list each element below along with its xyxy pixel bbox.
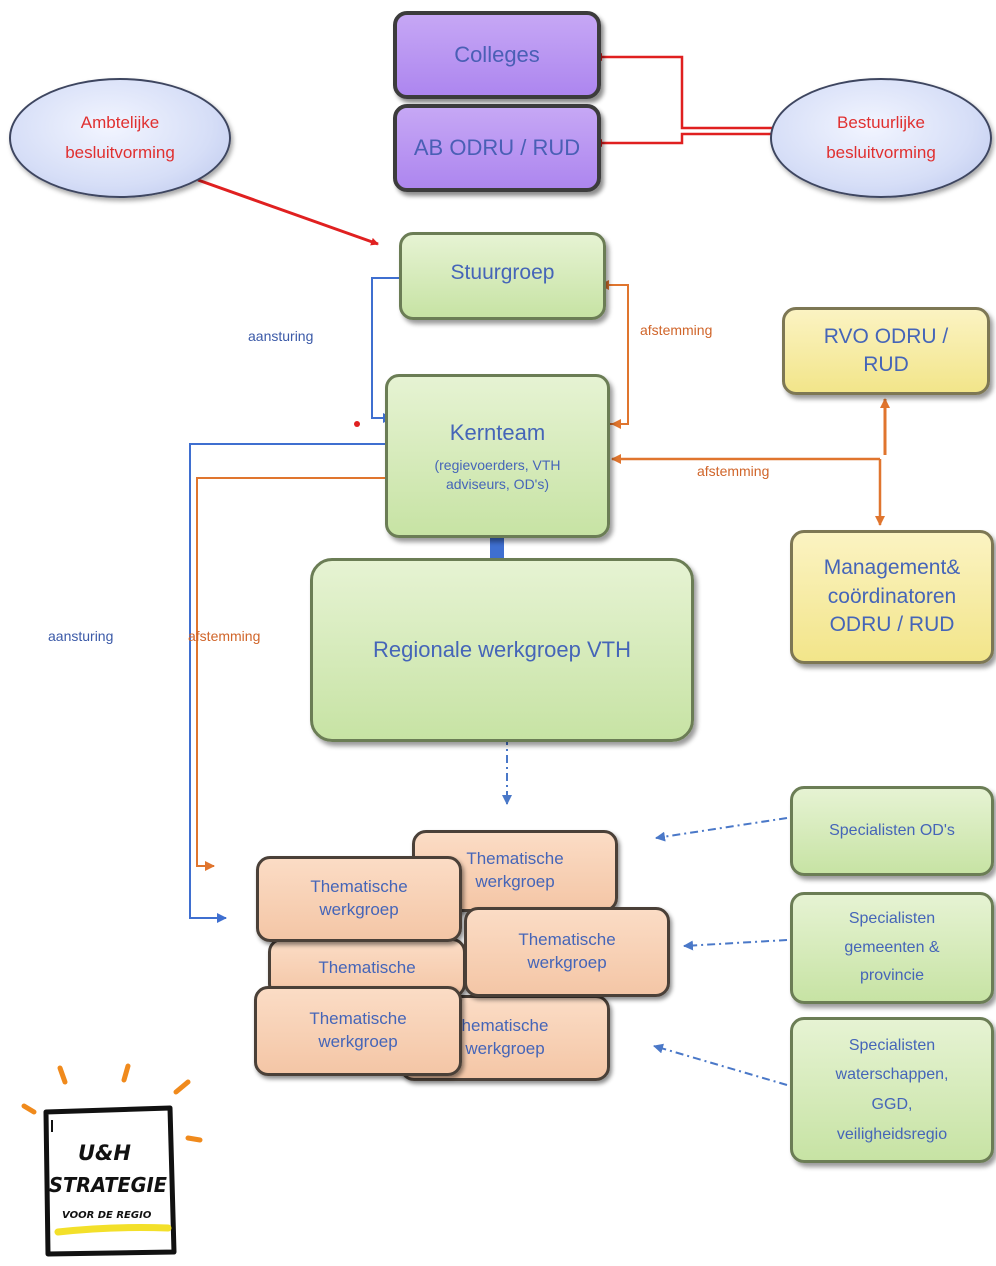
rvo-line1: RVO ODRU /: [823, 324, 949, 348]
specialisten-gemeenten-box: Specialisten gemeenten & provincie: [790, 892, 994, 1004]
afstemming-label-right: afstemming: [697, 463, 770, 479]
kernteam-title: Kernteam: [449, 420, 546, 446]
kernteam-box: Kernteam (regievoerders, VTH adviseurs, …: [385, 374, 610, 538]
specialisten-water-l2: waterschappen,: [835, 1066, 949, 1084]
specialisten-gem-l2: gemeenten &: [844, 938, 940, 956]
thematische-bottom-left-l2: werkgroep: [318, 1032, 398, 1051]
afstemming-label-left: afstemming: [188, 628, 261, 644]
aansturing-kernteam-thematische: [189, 443, 392, 923]
colleges-box: Colleges: [393, 11, 601, 99]
specialisten-gem-l1: Specialisten: [848, 909, 936, 927]
colleges-label: Colleges: [454, 42, 540, 68]
thematische-mid-right-l1: Thematische: [518, 930, 616, 950]
aansturing-label-top: aansturing: [248, 328, 314, 344]
thematische-bottom-left: Thematische werkgroep: [254, 986, 462, 1076]
mgmt-line1: Management&: [823, 556, 961, 580]
thematische-mid-right-l2: werkgroep: [527, 953, 607, 972]
thematische-bottom-right-l1: hematische: [461, 1016, 549, 1036]
logo-line3: VOOR DE REGIO: [62, 1210, 152, 1221]
management-box: Management& coördinatoren ODRU / RUD: [790, 530, 994, 664]
specialisten-ods-box: Specialisten OD's: [790, 786, 994, 876]
thematische-back-right-l1: Thematische: [466, 849, 564, 869]
ab-odru-box: AB ODRU / RUD: [393, 104, 601, 192]
regionale-werkgroep-box: Regionale werkgroep VTH: [310, 558, 694, 742]
red-dot: [354, 421, 360, 427]
ambtelijke-line1: Ambtelijke: [80, 113, 160, 133]
thematische-front-left-l1: Thematische: [310, 877, 408, 897]
specialisten-water-l3: GGD,: [871, 1096, 913, 1113]
bestuurlijke-line1: Bestuurlijke: [837, 113, 925, 133]
spec-water-arrow: [653, 1043, 788, 1086]
kernteam-sub2: adviseurs, OD's): [445, 475, 550, 492]
mgmt-line2: coördinatoren: [827, 584, 957, 608]
thematische-bottom-left-l1: Thematische: [309, 1009, 407, 1029]
logo-underline: [54, 1224, 172, 1236]
logo-rays-icon: [21, 1063, 203, 1143]
mgmt-line3: ODRU / RUD: [829, 613, 955, 637]
specialisten-ods-label: Specialisten OD's: [829, 822, 955, 840]
regionale-label: Regionale werkgroep VTH: [372, 637, 632, 663]
specialisten-water-l1: Specialisten: [848, 1036, 936, 1054]
stuurgroep-label: Stuurgroep: [450, 261, 555, 284]
thematische-back-right-l2: werkgroep: [475, 872, 555, 891]
thematische-mid-right: Thematische werkgroep: [464, 907, 670, 997]
thematische-front-left: Thematische werkgroep: [256, 856, 462, 942]
bestuurlijke-arrows: [594, 53, 772, 147]
uh-strategie-logo: U&H STRATEGIE VOOR DE REGIO: [21, 1063, 203, 1257]
thematische-bottom-right-l2: werkgroep: [465, 1039, 545, 1058]
thematische-front-left-l2: werkgroep: [319, 900, 399, 919]
kernteam-sub1: (regievoerders, VTH: [434, 456, 561, 473]
bestuurlijke-line2: besluitvorming: [826, 143, 936, 162]
ambtelijke-ellipse: Ambtelijke besluitvorming: [9, 78, 231, 198]
rvo-odru-box: RVO ODRU / RUD: [782, 307, 990, 395]
logo-line1: U&H: [78, 1141, 131, 1165]
ambtelijke-line2: besluitvorming: [65, 143, 175, 162]
spec-ods-arrow: [655, 817, 788, 842]
logo-line2: STRATEGIE: [49, 1173, 167, 1197]
ambtelijke-arrow: [197, 178, 379, 246]
aansturing-stuurgroep-kernteam: [371, 277, 400, 423]
stuurgroep-box: Stuurgroep: [399, 232, 606, 320]
specialisten-gem-l3: provincie: [859, 967, 925, 985]
aansturing-label-left: aansturing: [48, 628, 114, 644]
spec-gem-arrow: [683, 939, 788, 951]
afstemming-label-top: afstemming: [640, 322, 713, 338]
rvo-line2: RUD: [863, 353, 909, 376]
specialisten-water-box: Specialisten waterschappen, GGD, veiligh…: [790, 1017, 994, 1163]
ab-odru-label: AB ODRU / RUD: [413, 135, 581, 161]
thematische-mid-left-l1: Thematische: [318, 957, 416, 977]
specialisten-water-l4: veiligheidsregio: [836, 1125, 948, 1143]
bestuurlijke-ellipse: Bestuurlijke besluitvorming: [770, 78, 992, 198]
afstemming-kernteam-thematische: [196, 477, 392, 871]
